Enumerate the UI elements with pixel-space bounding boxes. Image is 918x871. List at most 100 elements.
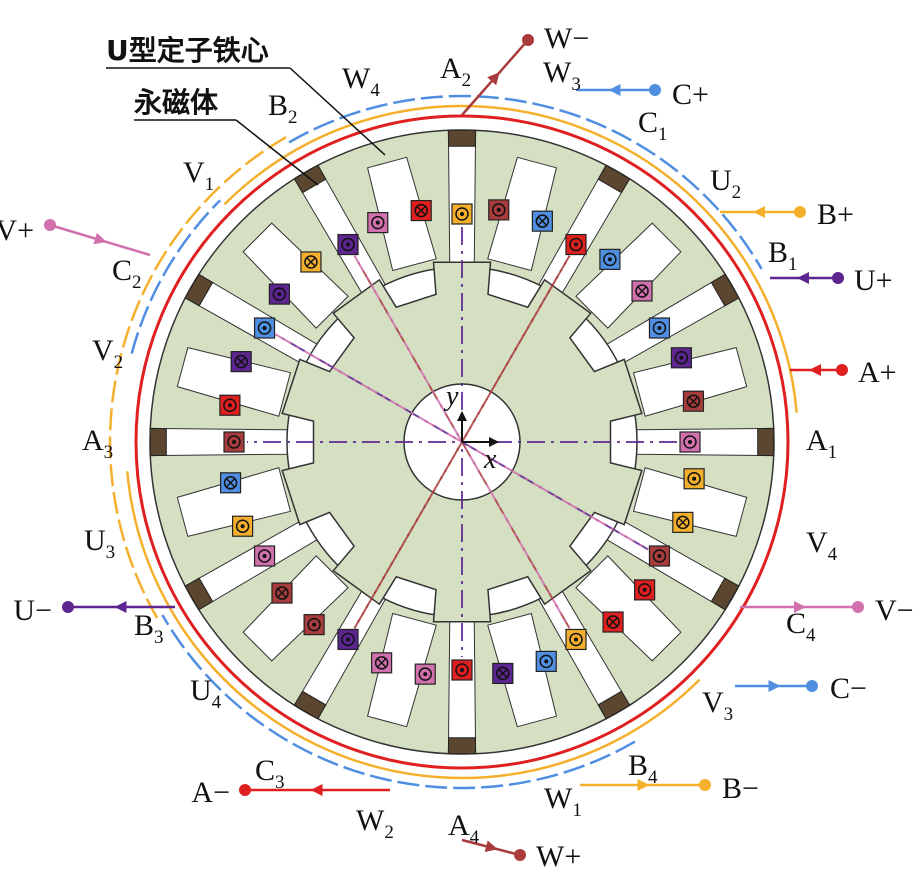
coil-label-c3: C3 [255, 754, 285, 793]
stator-gap [636, 427, 775, 457]
coil-box-ring [535, 214, 550, 228]
permanent-magnet [447, 129, 477, 147]
terminal-a-minus-label: A− [191, 776, 230, 809]
coil-label-b3-subscript: 3 [154, 627, 164, 648]
terminal-u-minus-node [62, 601, 74, 613]
gap-coil-box-ring [341, 632, 355, 647]
gap-coil-box-ring [652, 549, 667, 563]
coil-box-cross-b [637, 286, 647, 296]
gap-coil-box-dot [460, 212, 464, 216]
coil-label-a3: A3 [82, 424, 113, 463]
coil-label-u3-subscript: 3 [106, 542, 116, 563]
terminal-a-plus-arrow [809, 364, 821, 376]
x-axis-label: x [483, 444, 497, 475]
magnet-callout: 永磁体 [134, 86, 219, 119]
phase-c-arc-top [288, 94, 763, 270]
gap-coil-box-dot [232, 440, 236, 444]
coil-label-a4-subscript: 4 [470, 827, 480, 848]
coil-box-dot [679, 355, 684, 360]
permanent-magnet [184, 577, 214, 611]
coil-box-ring [374, 656, 389, 670]
coil-label-a1-subscript: 1 [828, 442, 838, 463]
coil-label-v3-subscript: 3 [724, 704, 734, 725]
gap-coil-box-dot [262, 554, 267, 558]
phase-b-arc-top [223, 104, 798, 413]
permanent-magnet [597, 164, 631, 194]
stator-slot [366, 612, 437, 728]
coil-box-ring [418, 667, 432, 681]
coil-label-c2: C2 [112, 254, 142, 293]
coil-box-ring [686, 394, 701, 408]
gap-coil-box-ring [455, 663, 469, 677]
coil-label-w4-subscript: 4 [370, 80, 380, 101]
gap-coil-box-ring [257, 321, 272, 335]
coil-box-dot [642, 587, 647, 592]
coil-box-dot [227, 403, 232, 408]
coil-box-ring [275, 586, 289, 600]
coil-label-a1-base: A [806, 424, 828, 457]
coil-label-v3-base: V [702, 686, 724, 719]
gap-coil-box-dot [460, 668, 464, 672]
terminal-c-minus-node [806, 680, 818, 692]
coil-label-a2-base: A [440, 52, 462, 85]
terminal-u-plus-label: U+ [854, 264, 893, 297]
coil-label-u4-subscript: 4 [212, 692, 222, 713]
coil-label-c1: C1 [638, 106, 668, 145]
coil-label-b3-base: B [134, 609, 154, 642]
coil-label-w3-base: W [543, 56, 572, 89]
coil-boxes [219, 199, 705, 685]
phase-b-arc-bottom [126, 471, 701, 780]
coil-label-w3-subscript: 3 [571, 74, 581, 95]
coil-label-c4-subscript: 4 [806, 625, 816, 646]
coil-box-dot [607, 257, 612, 262]
terminal-w-plus-node [514, 849, 526, 861]
stator-slot [487, 612, 558, 728]
coil-label-v4: V4 [806, 526, 838, 565]
gap-coil-box-ring [569, 632, 583, 647]
coil-box-ring [371, 215, 385, 230]
stator-slot [632, 346, 748, 417]
coil-label-b2-base: B [268, 89, 288, 122]
stator-slot [575, 555, 682, 662]
terminal-v-plus-arrow [93, 232, 107, 245]
coil-box-ring [676, 515, 690, 530]
permanent-magnet [447, 737, 477, 755]
coil-label-u3-base: U [84, 524, 106, 557]
coil-box-dot [423, 672, 428, 677]
phase-c-arc-left [130, 199, 222, 354]
coil-label-v2: V2 [92, 334, 123, 373]
coil-box-dot [277, 292, 282, 297]
coil-label-c2-base: C [112, 254, 132, 287]
terminal-w-plus-arrow [484, 840, 498, 853]
terminal-v-plus-label: V+ [0, 214, 34, 247]
permanent-magnet [597, 690, 631, 720]
gap-coil-box-dot [262, 326, 267, 330]
coil-label-v1-subscript: 1 [205, 174, 215, 195]
coil-label-c4: C4 [786, 607, 816, 646]
phase-c-arc-bottom [161, 614, 636, 790]
coil-box-dot [312, 622, 317, 627]
terminal-v-minus-node [852, 601, 864, 613]
x-axis-arrowhead [489, 437, 499, 447]
coil-box-ring [635, 284, 649, 298]
coil-box-ring [272, 287, 287, 301]
coil-label-u2-base: U [710, 164, 732, 197]
coil-box-ring [414, 203, 428, 218]
terminal-v-minus-arrow [794, 601, 806, 613]
gap-coil-box-dot [688, 440, 692, 444]
terminal-a-plus-label: A+ [858, 356, 897, 389]
stator-core-callout: U型定子铁心 [106, 34, 269, 67]
coil-label-b4-base: B [628, 749, 648, 782]
coil-label-w2-subscript: 2 [384, 822, 394, 843]
coil-label-v4-base: V [806, 526, 828, 559]
coil-label-b2-subscript: 2 [288, 107, 298, 128]
coil-label-v1-base: V [183, 156, 205, 189]
coil-box-dot [496, 207, 501, 212]
coil-label-c3-subscript: 3 [275, 772, 285, 793]
coil-label-w1: W1 [544, 782, 582, 821]
coil-box-cross-b [537, 216, 547, 226]
coil-box-dot [240, 524, 245, 529]
coil-box-cross-b [277, 588, 287, 598]
coil-label-a2-subscript: 2 [462, 70, 472, 91]
phase-a-ring [134, 114, 790, 770]
